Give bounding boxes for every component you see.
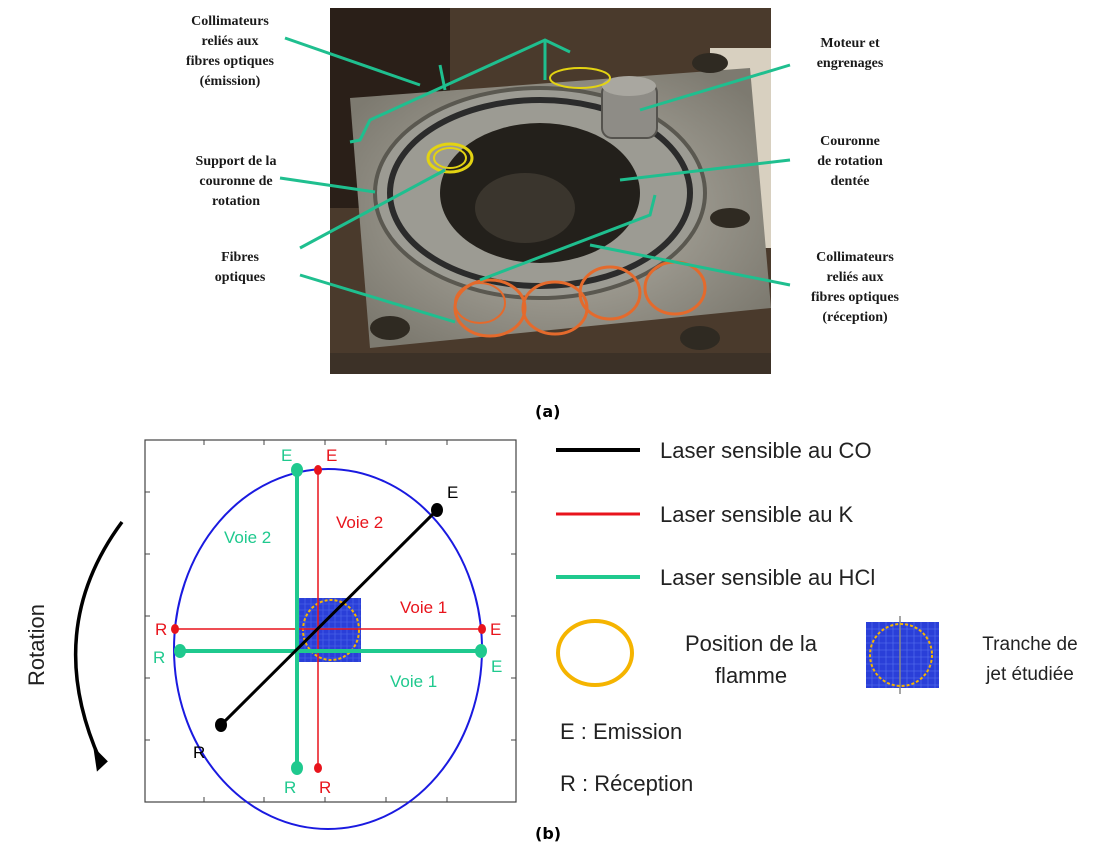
label-hcl-voie1: Voie 1	[390, 672, 437, 691]
hcl-voie2-reception-marker	[291, 761, 303, 775]
co-emission-marker	[431, 503, 443, 517]
arrow-fibres-bottom	[299, 273, 456, 324]
rotation-arrow	[73, 520, 124, 761]
photo-annotation-lines	[279, 36, 791, 324]
arrow-moteur	[639, 63, 791, 112]
label-moteur: Moteur et engrenages	[816, 36, 884, 71]
laser-co	[219, 508, 439, 727]
bracket-collimateurs-reception	[479, 194, 657, 282]
legend-emission-label: E : Emission	[560, 719, 683, 744]
k-voie1-reception-marker	[171, 624, 179, 634]
label-co-r: R	[193, 743, 205, 762]
label-k-voie1: Voie 1	[400, 598, 447, 617]
label-hcl-voie1-r: R	[153, 648, 165, 667]
label-couronne: Couronne de rotation dentée	[817, 134, 883, 189]
legend-flamme-label: Position de la flamme	[684, 631, 818, 688]
arrow-support	[279, 176, 376, 194]
schematic-diagram: E E E R E R E R R R Voie 2 Voie 1 Voie 2…	[24, 439, 939, 830]
arrow-couronne	[619, 158, 791, 182]
k-voie2-emission-marker	[314, 465, 322, 475]
label-k-voie1-e: E	[490, 620, 501, 639]
legend-reception-label: R : Réception	[560, 771, 694, 796]
label-k-voie2-e: E	[326, 446, 337, 465]
label-hcl-voie2: Voie 2	[224, 528, 271, 547]
label-hcl-voie2-r: R	[284, 778, 296, 797]
legend-tranche-swatch	[866, 616, 939, 694]
hcl-voie2-emission-marker	[291, 463, 303, 477]
label-k-voie1-r: R	[155, 620, 167, 639]
co-reception-marker	[215, 718, 227, 732]
setup-photo	[330, 8, 771, 374]
legend-flamme-swatch	[556, 619, 634, 687]
label-hcl-voie2-e: E	[281, 446, 292, 465]
k-voie2-reception-marker	[314, 763, 322, 773]
arrow-collimateurs-emission	[284, 36, 421, 87]
legend-tranche-label: Tranche de jet étudiée	[982, 634, 1078, 685]
caption-b: (b)	[535, 824, 562, 843]
legend-co-label: Laser sensible au CO	[660, 438, 872, 463]
legend-k-label: Laser sensible au K	[660, 502, 854, 527]
label-co-e: E	[447, 483, 458, 502]
label-support-couronne: Support de la couronne de rotation	[195, 154, 277, 209]
rotation-arrowhead	[93, 746, 108, 772]
arrow-fibres-top	[299, 168, 446, 250]
legend-hcl-label: Laser sensible au HCl	[660, 565, 876, 590]
arrow-collimateurs-emission-tip	[438, 64, 447, 91]
hcl-voie1-reception-marker	[174, 644, 186, 658]
k-voie1-emission-marker	[478, 624, 486, 634]
caption-a: (a)	[535, 402, 561, 421]
rotation-label: Rotation	[24, 604, 49, 686]
label-collimateurs-reception: Collimateurs reliés aux fibres optiques …	[810, 250, 900, 325]
label-hcl-voie1-e: E	[491, 657, 502, 676]
hcl-voie1-emission-marker	[475, 644, 487, 658]
bracket-collimateurs-emission	[349, 38, 571, 144]
label-fibres-optiques: Fibres optiques	[214, 250, 266, 285]
setup-photo-illustration	[330, 8, 771, 374]
label-k-voie2-r: R	[319, 778, 331, 797]
arrow-collimateurs-reception	[589, 243, 791, 287]
label-k-voie2: Voie 2	[336, 513, 383, 532]
label-collimateurs-emission: Collimateurs reliés aux fibres optiques …	[185, 14, 275, 89]
